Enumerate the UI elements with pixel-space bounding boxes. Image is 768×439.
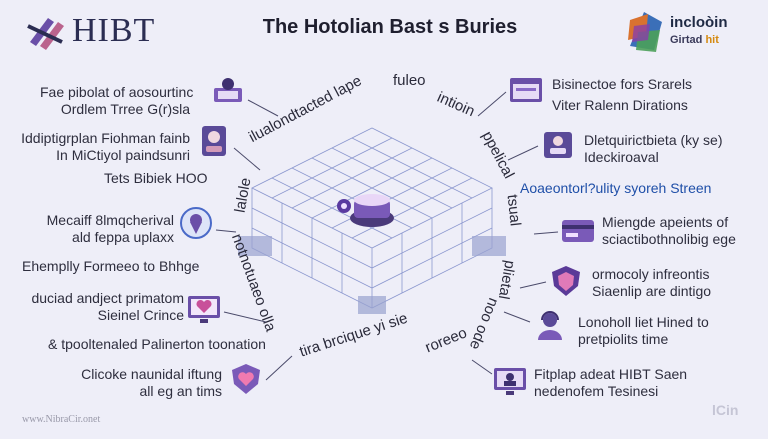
partner-logo-mark-icon xyxy=(628,12,662,52)
arc-text-top-mid: fuleo xyxy=(393,72,426,89)
user-laptop-icon xyxy=(210,74,246,108)
brand-name: HIBT xyxy=(72,12,156,49)
location-pin-icon xyxy=(178,206,214,240)
partner-logo-line2: Girtad hit xyxy=(670,34,719,46)
left-item-5: Ehemplly Formeeo to Bhhge xyxy=(22,258,200,274)
partner-logo: incloòin Girtad hit xyxy=(624,10,764,54)
watermark-right: lCin xyxy=(712,402,739,418)
right-item-2: Dletquirictbieta (ky se)Ideckiroaval xyxy=(584,132,723,165)
central-grid-illustration xyxy=(238,127,506,314)
user-tablet-icon xyxy=(540,128,576,162)
left-item-3: Tets Bibiek HOO xyxy=(104,170,208,186)
watermark-left: www.NibraCir.onet xyxy=(22,414,101,425)
person-headset-icon xyxy=(532,308,568,342)
hibt-logo-mark-icon xyxy=(26,12,66,50)
page-title: The Hotolian Bast s Buries xyxy=(262,16,518,38)
browser-window-icon xyxy=(508,74,544,108)
profile-card-icon xyxy=(196,124,232,158)
shield-icon xyxy=(548,264,584,298)
center-device-icon xyxy=(337,194,394,227)
heart-monitor-icon xyxy=(186,292,222,326)
partner-logo-line1: incloòin xyxy=(670,14,728,31)
heart-shield-icon xyxy=(228,362,264,396)
brand-logo: HIBT xyxy=(26,12,155,50)
right-item-3: Aoaeontorl?ulity syoreh Streen xyxy=(520,180,712,196)
left-item-7: & tpooltenaled Palinerton toonation xyxy=(48,336,266,352)
credit-card-icon xyxy=(560,214,596,248)
monitor-person-icon xyxy=(492,364,528,398)
